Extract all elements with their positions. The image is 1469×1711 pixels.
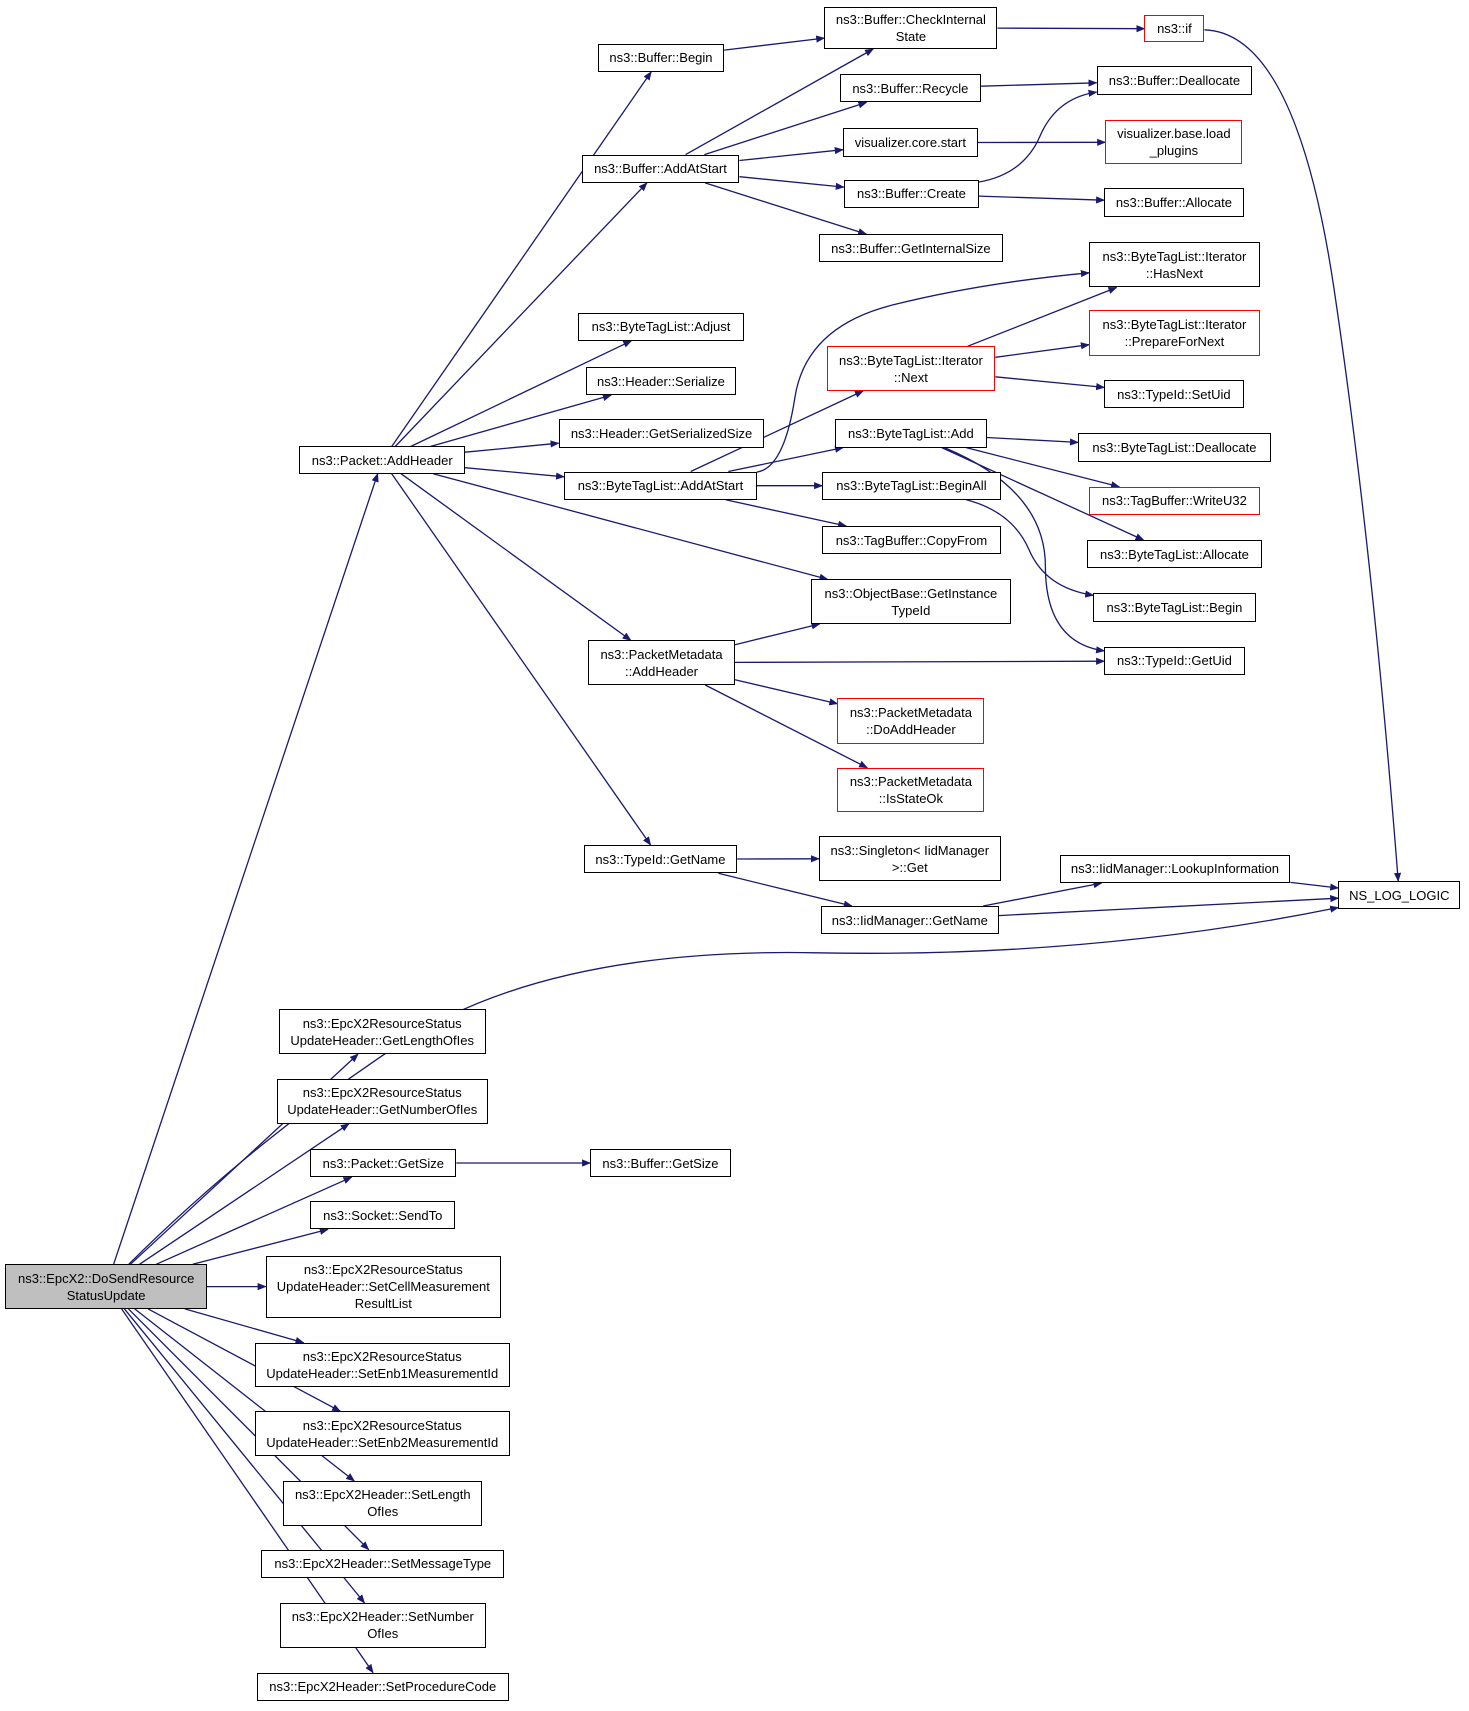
- node-btl-iter-hasnext[interactable]: ns3::ByteTagList::Iterator ::HasNext: [1088, 241, 1260, 288]
- edge-btl-iter-next-to-btl-iter-prepare: [995, 342, 1090, 358]
- edge-addheader-to-buffer-begin: [391, 71, 652, 447]
- node-root: ns3::EpcX2::DoSendResource StatusUpdate: [5, 1264, 207, 1309]
- edge-btl-iter-next-to-typeid-setuid: [995, 376, 1106, 391]
- node-singleton-get[interactable]: ns3::Singleton< IidManager >::Get: [818, 836, 1001, 881]
- edge-btl-beginall-to-btl-begin: [966, 499, 1095, 598]
- edge-root-to-ns-log-logic: [128, 905, 1340, 1265]
- edge-typeid-getname-to-iid-getname: [718, 872, 853, 908]
- node-x2h-setlength[interactable]: ns3::EpcX2Header::SetLength OfIes: [283, 1480, 483, 1526]
- node-btl-allocate[interactable]: ns3::ByteTagList::Allocate: [1086, 540, 1263, 569]
- edge-root-to-rsu-getnumberofies: [139, 1123, 350, 1265]
- node-buffer-deallocate[interactable]: ns3::Buffer::Deallocate: [1096, 66, 1253, 95]
- edge-buffer-addatstart-to-buffer-recycle: [704, 101, 868, 156]
- node-buffer-addatstart[interactable]: ns3::Buffer::AddAtStart: [581, 154, 740, 183]
- edge-pm-addheader-to-objbase-getinstance: [734, 622, 821, 646]
- edge-addheader-to-header-getserialized: [464, 440, 560, 453]
- node-pm-isstateok[interactable]: ns3::PacketMetadata ::IsStateOk: [837, 767, 985, 813]
- edge-buffer-create-to-buffer-allocate: [978, 195, 1106, 204]
- edge-iid-getname-to-ns-log-logic: [998, 895, 1340, 917]
- edge-addheader-to-header-serialize: [430, 394, 612, 448]
- edge-btl-addatstart-to-btl-iter-next: [690, 390, 864, 473]
- edge-buffer-create-to-buffer-deallocate: [978, 89, 1098, 183]
- node-packet-getsize[interactable]: ns3::Packet::GetSize: [310, 1148, 457, 1178]
- node-typeid-getname[interactable]: ns3::TypeId::GetName: [583, 845, 738, 874]
- node-socket-sendto[interactable]: ns3::Socket::SendTo: [310, 1201, 456, 1230]
- edge-root-to-packet-getsize: [155, 1176, 353, 1265]
- node-buffer-recycle[interactable]: ns3::Buffer::Recycle: [839, 74, 982, 103]
- node-buffer-create[interactable]: ns3::Buffer::Create: [843, 179, 979, 208]
- edge-buffer-addatstart-to-buffer-create: [739, 176, 845, 190]
- node-rsu-setenb1[interactable]: ns3::EpcX2ResourceStatus UpdateHeader::S…: [254, 1342, 510, 1388]
- edge-btl-addatstart-to-btl-iter-hasnext: [756, 269, 1090, 473]
- edge-btl-addatstart-to-tagbuf-copyfrom: [725, 499, 848, 528]
- edge-iid-getname-to-iid-lookup: [983, 881, 1103, 907]
- node-x2h-setproc[interactable]: ns3::EpcX2Header::SetProcedureCode: [256, 1672, 509, 1701]
- node-btl-deallocate[interactable]: ns3::ByteTagList::Deallocate: [1078, 433, 1271, 462]
- node-buffer-getinternalsize[interactable]: ns3::Buffer::GetInternalSize: [818, 234, 1003, 263]
- node-objbase-getinstance[interactable]: ns3::ObjectBase::GetInstance TypeId: [811, 579, 1011, 624]
- node-x2h-setnumber[interactable]: ns3::EpcX2Header::SetNumber OfIes: [279, 1602, 486, 1648]
- node-tagbuf-writeu32[interactable]: ns3::TagBuffer::WriteU32: [1088, 486, 1260, 516]
- edge-addheader-to-objbase-getinstance: [432, 473, 829, 581]
- edge-addheader-to-buffer-addatstart: [394, 182, 648, 447]
- node-x2h-setmsgtype[interactable]: ns3::EpcX2Header::SetMessageType: [261, 1549, 505, 1578]
- edge-addheader-to-btl-adjust: [410, 340, 633, 448]
- node-buffer-checkinternal[interactable]: ns3::Buffer::CheckInternal State: [824, 6, 998, 49]
- node-tagbuf-copyfrom[interactable]: ns3::TagBuffer::CopyFrom: [822, 525, 1001, 555]
- node-pm-doaddheader[interactable]: ns3::PacketMetadata ::DoAddHeader: [837, 698, 985, 744]
- edge-addheader-to-typeid-getname: [391, 473, 652, 846]
- node-btl-addatstart[interactable]: ns3::ByteTagList::AddAtStart: [564, 471, 757, 500]
- node-viz-core-start[interactable]: visualizer.core.start: [842, 128, 978, 157]
- edge-addheader-to-pm-addheader: [400, 473, 632, 641]
- edge-buffer-checkinternal-to-ns3-if: [997, 25, 1146, 33]
- node-ns-log-logic[interactable]: NS_LOG_LOGIC: [1338, 880, 1461, 910]
- node-btl-begin[interactable]: ns3::ByteTagList::Begin: [1093, 593, 1256, 622]
- edge-addheader-to-btl-addatstart: [464, 467, 565, 480]
- edge-pm-addheader-to-pm-doaddheader: [734, 679, 839, 706]
- edge-buffer-addatstart-to-viz-core-start: [739, 146, 844, 162]
- node-btl-add[interactable]: ns3::ByteTagList::Add: [835, 419, 987, 448]
- node-addheader[interactable]: ns3::Packet::AddHeader: [299, 446, 465, 474]
- edge-root-to-socket-sendto: [192, 1227, 329, 1265]
- node-header-serialize[interactable]: ns3::Header::Serialize: [585, 366, 737, 396]
- node-ns3-if[interactable]: ns3::if: [1144, 15, 1205, 43]
- node-rsu-getnumberofies[interactable]: ns3::EpcX2ResourceStatus UpdateHeader::G…: [276, 1079, 488, 1124]
- edge-buffer-recycle-to-buffer-deallocate: [981, 79, 1098, 87]
- edge-btl-add-to-tagbuf-writeu32: [966, 446, 1121, 489]
- node-header-getserialized[interactable]: ns3::Header::GetSerializedSize: [558, 419, 765, 448]
- edge-btl-add-to-btl-deallocate: [986, 436, 1079, 446]
- node-typeid-getuid[interactable]: ns3::TypeId::GetUid: [1104, 646, 1245, 676]
- node-rsu-setenb2[interactable]: ns3::EpcX2ResourceStatus UpdateHeader::S…: [254, 1411, 510, 1456]
- edge-buffer-addatstart-to-buffer-getinternalsize: [704, 182, 868, 236]
- edge-buffer-begin-to-buffer-checkinternal: [724, 35, 826, 51]
- node-pm-addheader[interactable]: ns3::PacketMetadata ::AddHeader: [588, 640, 736, 685]
- node-buffer-getsize[interactable]: ns3::Buffer::GetSize: [590, 1148, 731, 1178]
- node-viz-load-plugins[interactable]: visualizer.base.load _plugins: [1105, 119, 1243, 165]
- edge-root-to-rsu-setenb1: [184, 1308, 305, 1344]
- edge-ns3-if-to-ns-log-logic: [1204, 29, 1402, 882]
- edge-root-to-addheader: [112, 472, 379, 1265]
- node-typeid-setuid[interactable]: ns3::TypeId::SetUid: [1104, 380, 1244, 409]
- edge-btl-addatstart-to-btl-add: [728, 445, 844, 473]
- node-iid-getname[interactable]: ns3::IidManager::GetName: [821, 906, 999, 935]
- node-btl-beginall[interactable]: ns3::ByteTagList::BeginAll: [822, 471, 1001, 500]
- node-buffer-begin[interactable]: ns3::Buffer::Begin: [597, 43, 725, 72]
- node-rsu-getlengthofies[interactable]: ns3::EpcX2ResourceStatus UpdateHeader::G…: [278, 1009, 486, 1055]
- edge-root-to-rsu-setenb2: [147, 1308, 342, 1412]
- node-btl-iter-next[interactable]: ns3::ByteTagList::Iterator ::Next: [826, 346, 996, 391]
- node-iid-lookup[interactable]: ns3::IidManager::LookupInformation: [1059, 854, 1291, 884]
- node-btl-adjust[interactable]: ns3::ByteTagList::Adjust: [578, 312, 744, 341]
- edge-iid-lookup-to-ns-log-logic: [1290, 881, 1340, 891]
- edge-buffer-addatstart-to-buffer-checkinternal: [685, 48, 874, 156]
- node-buffer-allocate[interactable]: ns3::Buffer::Allocate: [1104, 188, 1244, 217]
- edge-pm-addheader-to-pm-isstateok: [704, 684, 869, 769]
- node-btl-iter-prepare[interactable]: ns3::ByteTagList::Iterator ::PrepareForN…: [1088, 310, 1260, 357]
- edge-btl-iter-next-to-btl-iter-hasnext: [967, 286, 1118, 347]
- edge-pm-addheader-to-typeid-getuid: [734, 657, 1106, 665]
- node-rsu-setcellmeas[interactable]: ns3::EpcX2ResourceStatus UpdateHeader::S…: [265, 1255, 501, 1318]
